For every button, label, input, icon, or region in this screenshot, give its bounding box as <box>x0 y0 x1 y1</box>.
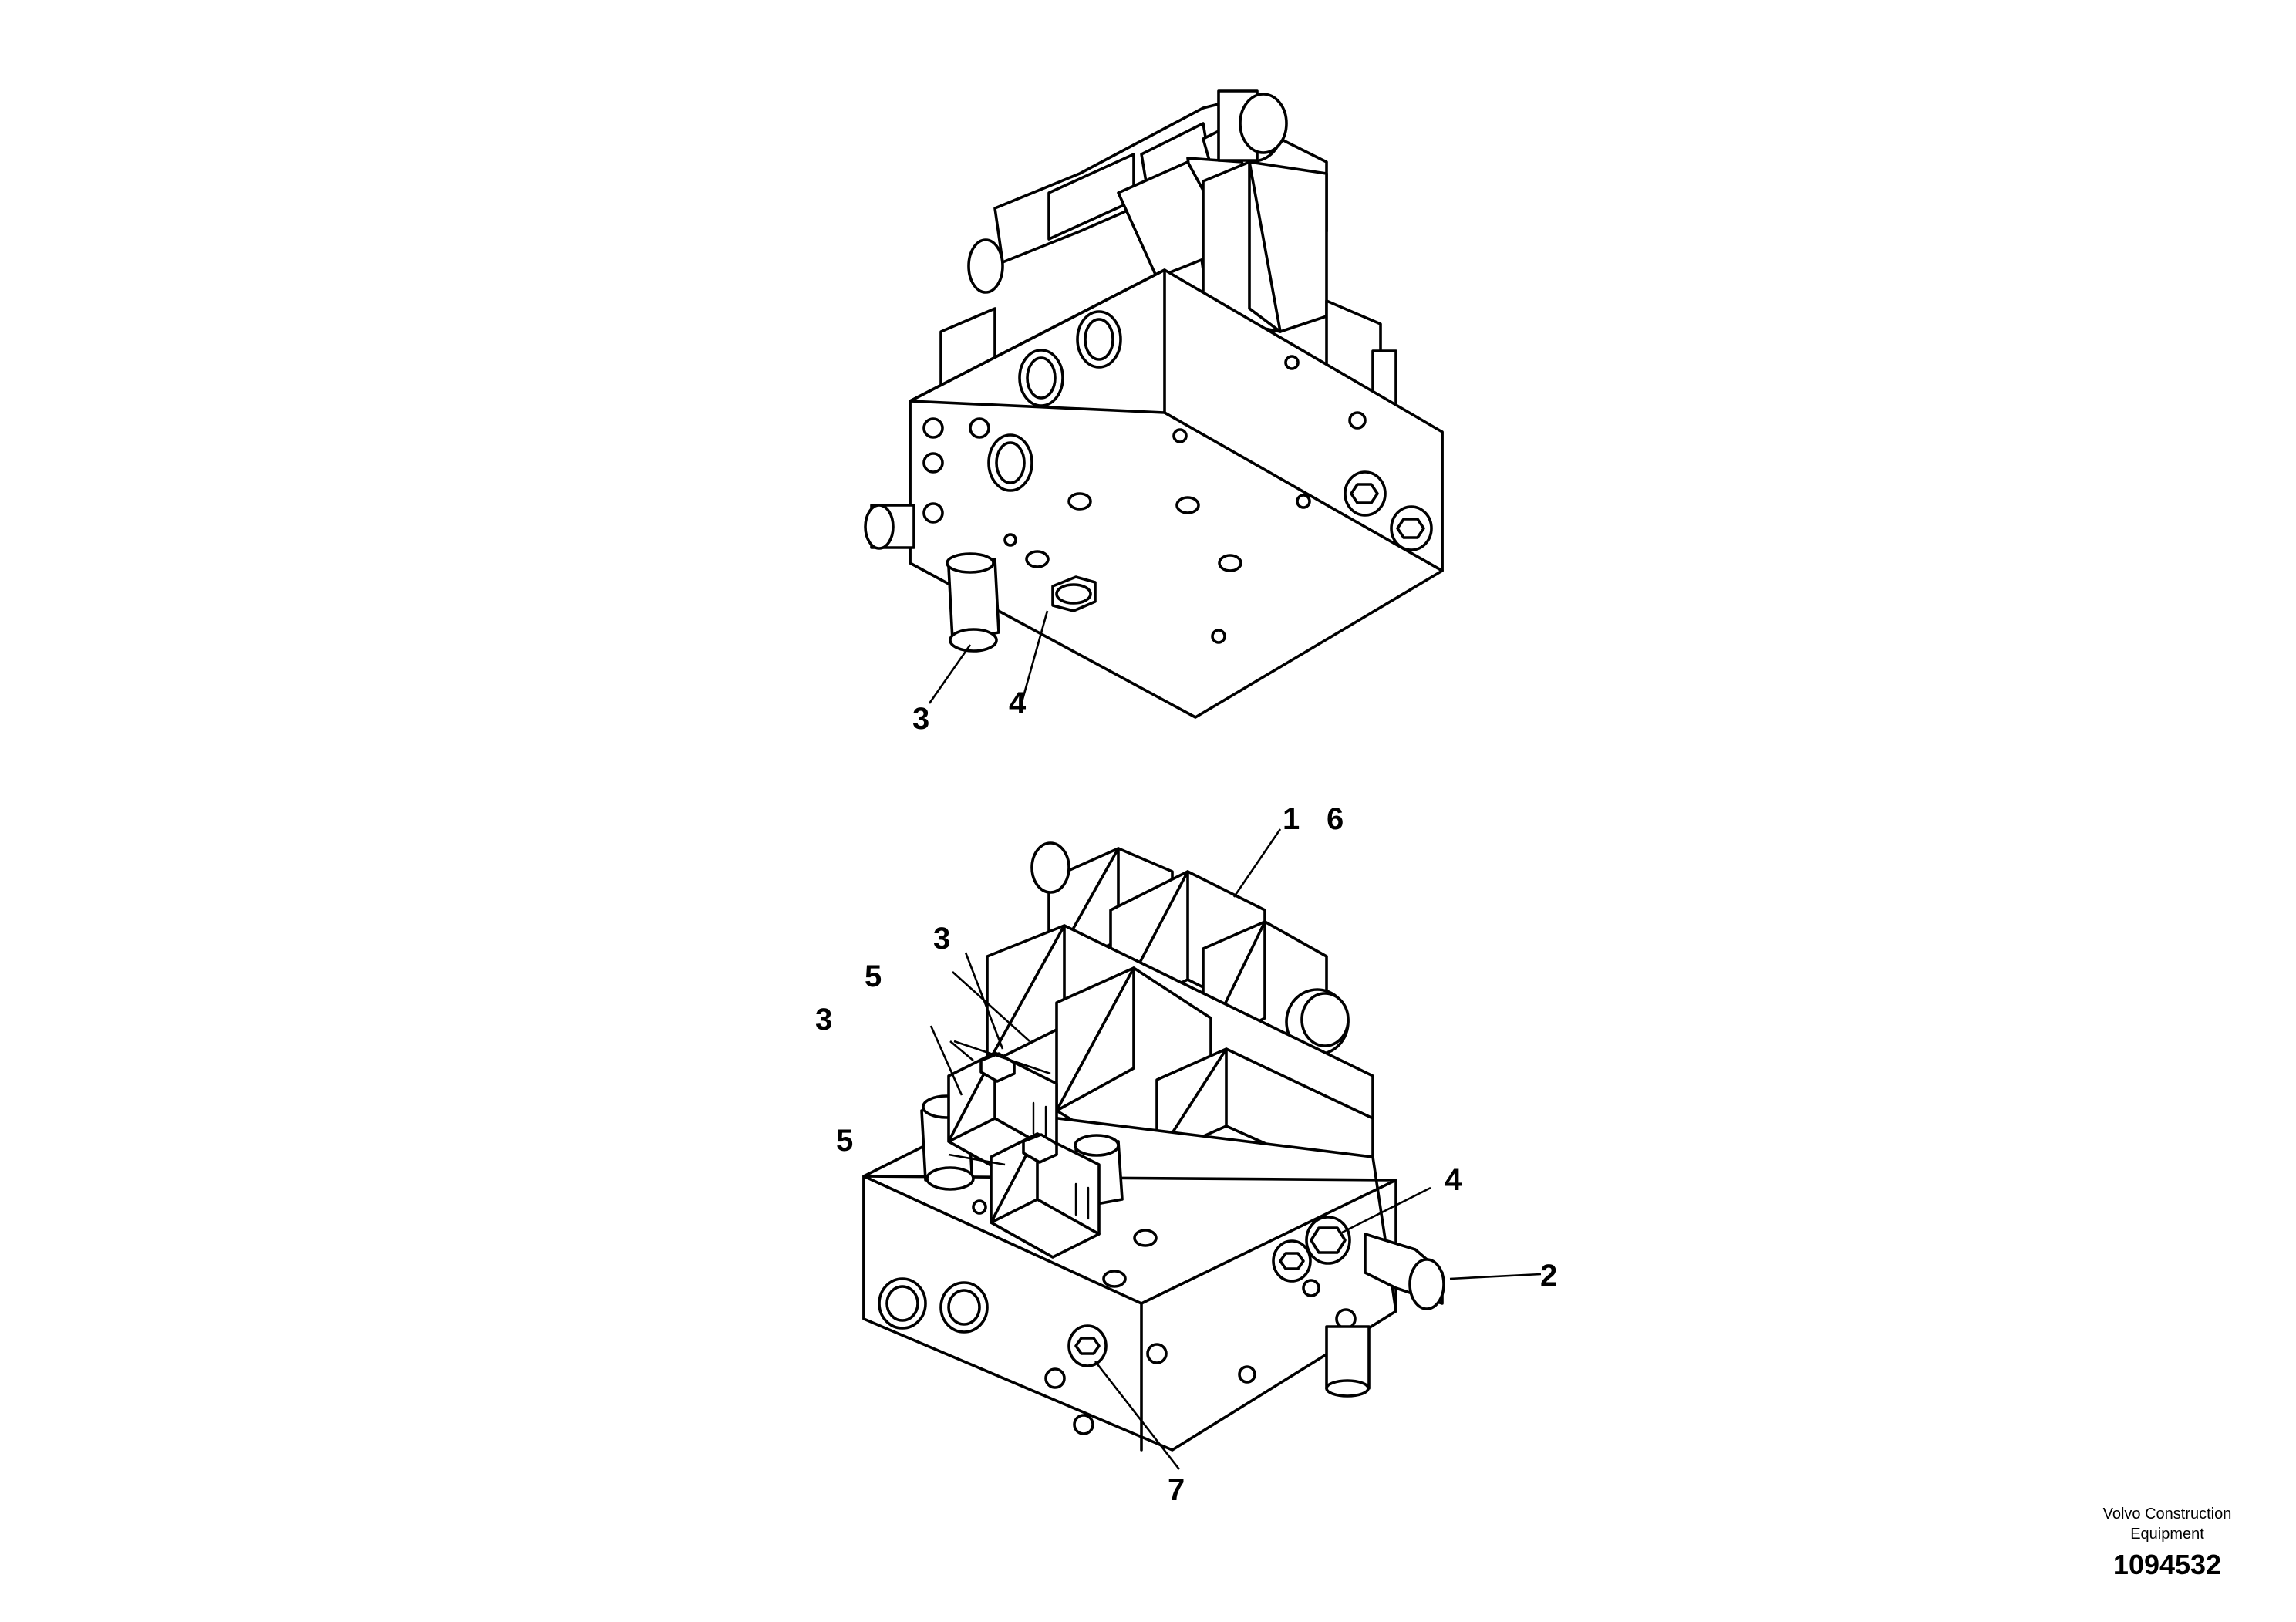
callout-top-3: 3 <box>912 702 929 736</box>
callout-bottom-3-upper: 3 <box>933 922 950 956</box>
bottom-valve-assembly <box>862 841 1445 1452</box>
callout-bottom-3-left: 3 <box>815 1003 832 1037</box>
callout-bottom-5-upper: 5 <box>865 959 882 993</box>
callout-bottom-5-lower: 5 <box>836 1124 853 1158</box>
callout-bottom-6: 6 <box>1327 802 1344 836</box>
callout-bottom-1: 1 <box>1283 802 1300 836</box>
brand-line-2: Equipment <box>2130 1526 2204 1543</box>
callout-top-4: 4 <box>1009 686 1027 720</box>
callout-bottom-4: 4 <box>1445 1163 1462 1197</box>
document-number: 1094532 <box>2112 1549 2222 1580</box>
callout-bottom-2: 2 <box>1540 1259 1557 1293</box>
top-valve-assembly <box>864 89 1444 719</box>
callout-bottom-7: 7 <box>1168 1473 1185 1507</box>
brand-label: Volvo Construction Equipment <box>2052 1504 2283 1544</box>
brand-line-1: Volvo Construction <box>2102 1506 2232 1523</box>
